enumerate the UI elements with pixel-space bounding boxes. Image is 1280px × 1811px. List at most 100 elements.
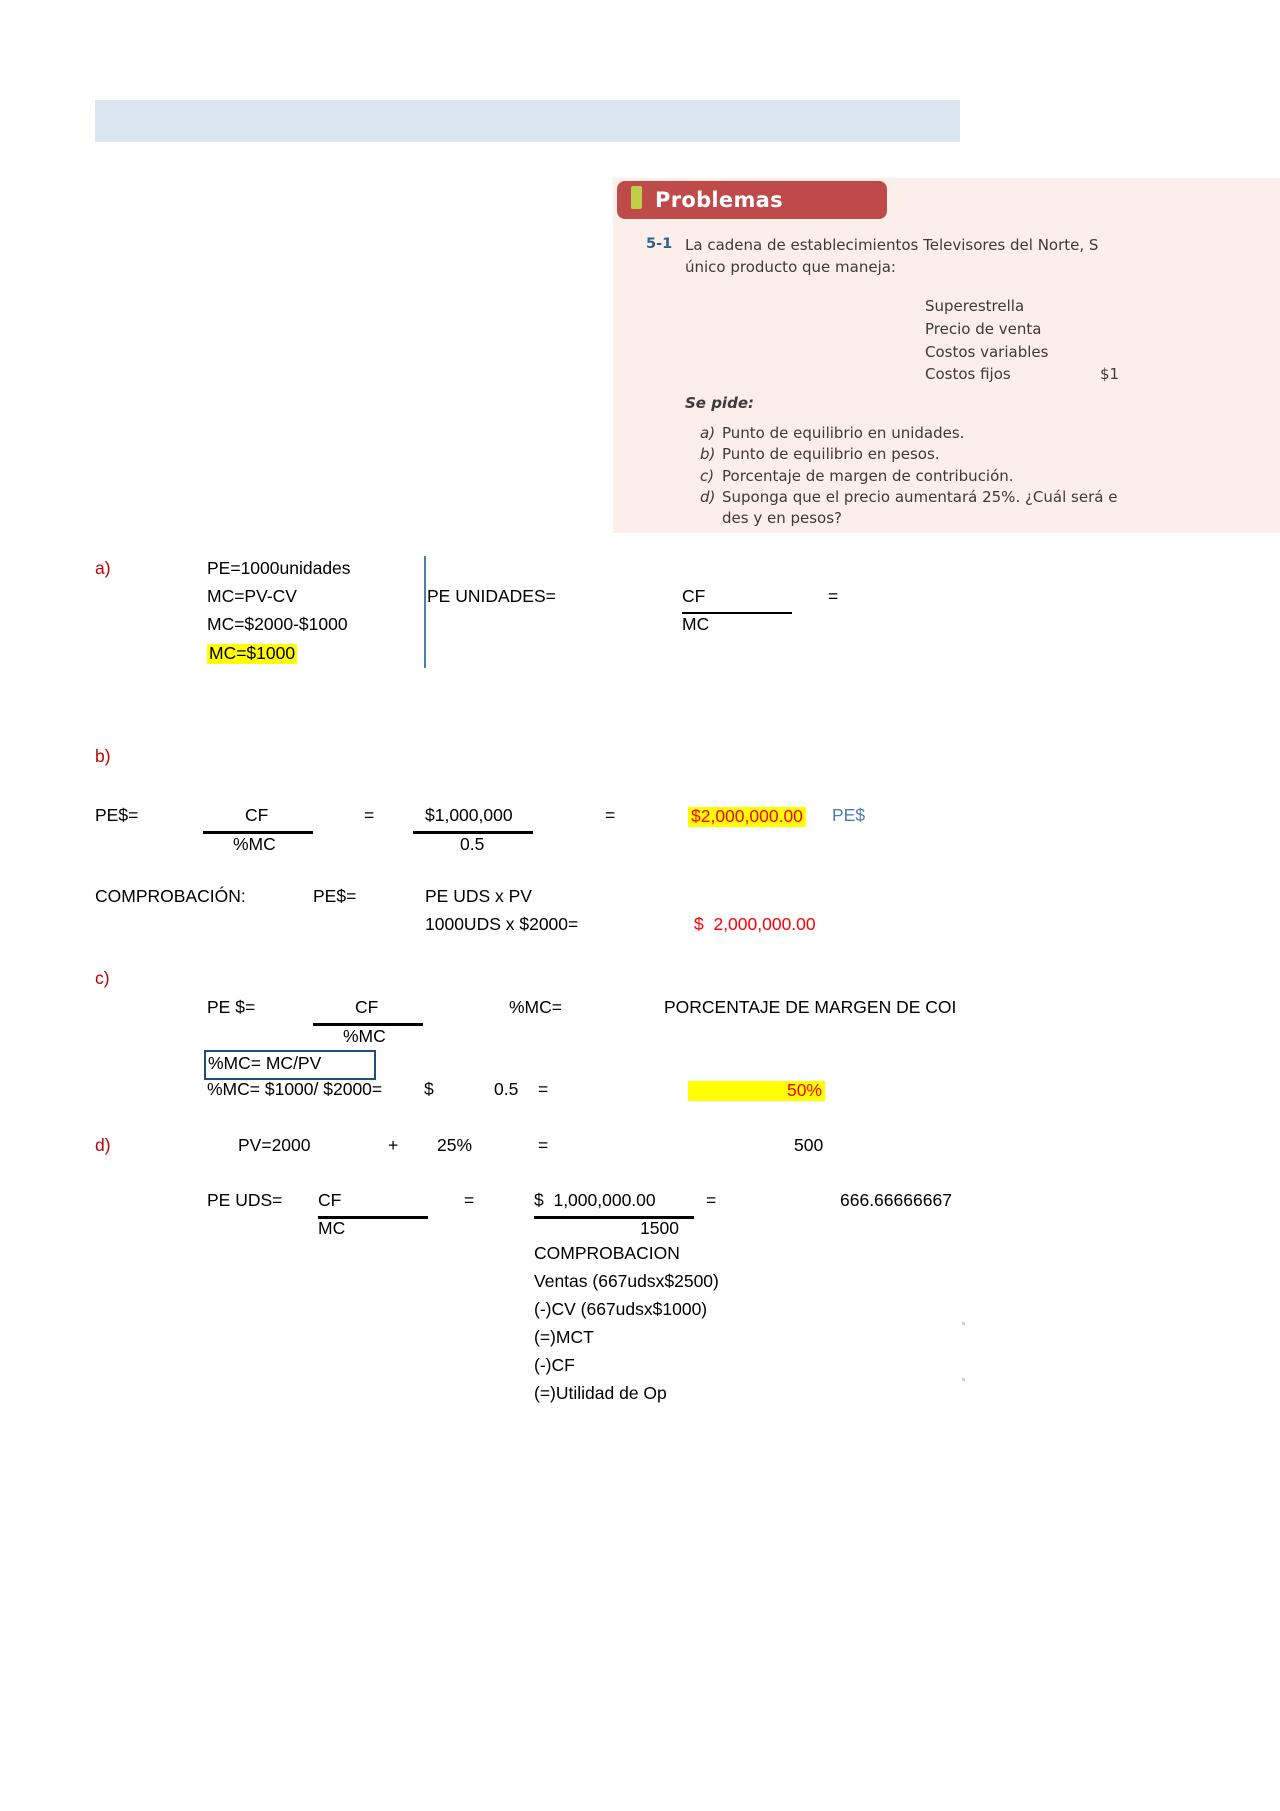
section-d-marker: d) [95,1135,111,1155]
section-b-result-highlighted: $2,000,000.00 [688,807,806,827]
faint-mark-2 [962,1378,965,1381]
data-value [1100,318,1220,341]
comprobacion-d-line-5: (=)Utilidad de Op [534,1383,667,1403]
section-c-pmc-label: %MC= [509,997,562,1017]
list-item: b) Punto de equilibrio en pesos. [700,444,1280,465]
table-row: Superestrella [925,295,1220,318]
requirements-list: a) Punto de equilibrio en unidades. b) P… [700,423,1280,529]
header-band [95,100,960,142]
data-label: Superestrella [925,297,1025,315]
section-c-frac-numerator: CF [355,997,379,1017]
pe-unidades-label: PE UNIDADES= [427,586,556,606]
problemas-header: Problemas [617,181,887,219]
item-marker: d) [700,487,716,506]
section-d-value-numerator: $ 1,000,000.00 [534,1190,656,1210]
problem-number: 5-1 [646,236,673,252]
item-marker: b) [700,445,716,464]
list-item: d) Suponga que el precio aumentará 25%. … [700,487,1280,508]
section-d-frac-bar [318,1216,428,1219]
pe-unidades-equals: = [828,586,839,606]
comprobacion-d-line-4: (-)CF [534,1355,575,1375]
section-b-frac1-bar [203,831,313,834]
bookmark-icon [631,185,642,209]
section-d-equals-1: = [538,1135,549,1155]
data-label: Costos variables [925,342,1049,361]
comprobacion-pe-label: PE$= [313,886,357,906]
data-label: Costos fijos [925,365,1011,384]
section-d-plus: + [388,1135,399,1155]
item-text: Suponga que el precio aumentará 25%. ¿Cu… [722,487,1118,506]
problem-data-table: Superestrella Precio de venta Costos var… [925,295,1220,386]
comprobacion-formula: PE UDS x PV [425,886,532,906]
comprobacion-d-line-2: (-)CV (667udsx$1000) [534,1299,708,1319]
section-c-value: 0.5 [494,1079,519,1099]
section-d-result: 666.66666667 [840,1190,952,1210]
item-text: Punto de equilibrio en pesos. [722,445,940,464]
section-b-marker: b) [95,746,111,766]
section-d-pe-uds-label: PE UDS= [207,1190,283,1210]
section-b-frac1-numerator: CF [245,805,269,825]
section-a-line-4-highlighted: MC=$1000 [207,643,298,664]
section-c-equals: = [538,1079,549,1099]
table-row: Costos variables [925,341,1220,364]
section-c-pe-label: PE $= [207,997,256,1017]
comprobacion-d-line-3: (=)MCT [534,1327,594,1347]
problemas-title: Problemas [655,188,783,212]
data-label: Precio de venta [925,319,1042,338]
section-c-marker: c) [95,968,110,988]
problem-intro: La cadena de establecimientos Televisore… [685,235,1280,279]
comprobacion-d-title: COMPROBACION [534,1243,680,1263]
section-b-equals-2: = [605,805,616,825]
section-c-result-highlighted: 50% [688,1081,825,1101]
item-text: Punto de equilibrio en unidades. [722,424,965,442]
section-d-increase-result: 500 [794,1135,824,1155]
pe-unidades-fraction-bar [682,612,792,614]
textbook-problem-figure: Problemas 5-1 La cadena de establecimien… [613,178,1280,533]
section-b-frac2-numerator: $1,000,000 [425,805,513,825]
section-c-formula-box [204,1050,376,1080]
section-b-result-suffix: PE$ [832,805,866,825]
section-a-line-1: PE=1000unidades [207,558,351,578]
section-d-value-bar [534,1216,694,1219]
problem-intro-line2: único producto que maneja: [685,257,896,276]
section-b-pe-label: PE$= [95,805,139,825]
section-c-boxed-formula: %MC= MC/PV [208,1053,322,1073]
section-d-percent: 25% [437,1135,473,1155]
pe-unidades-denominator: MC [682,614,710,634]
data-value [1100,341,1220,364]
section-a-line-2: MC=PV-CV [207,586,297,606]
comprobacion-d-line-1: Ventas (667udsx$2500) [534,1271,719,1291]
problem-intro-line1: La cadena de establecimientos Televisore… [685,236,1099,254]
section-b-frac2-denominator: 0.5 [460,834,485,854]
section-a-marker: a) [95,558,111,578]
section-c-frac-bar [313,1023,423,1026]
section-c-pmc-description: PORCENTAJE DE MARGEN DE COI [664,997,957,1017]
item-marker: a) [700,424,716,442]
pe-unidades-numerator: CF [682,586,706,606]
section-d-frac-numerator: CF [318,1190,342,1210]
section-d-equals-3: = [706,1190,717,1210]
section-c-calc-line: %MC= $1000/ $2000= [207,1079,383,1099]
section-a-divider [424,556,426,668]
section-d-pv-line: PV=2000 [238,1135,311,1155]
comprobacion-calc: 1000UDS x $2000= [425,914,579,934]
item-marker: c) [700,466,715,485]
item-text: Porcentaje de margen de contribución. [722,466,1014,485]
comprobacion-result: $ 2,000,000.00 [694,914,816,934]
section-d-frac-denominator: MC [318,1218,346,1238]
data-value [1100,295,1220,318]
section-b-equals-1: = [364,805,375,825]
faint-mark-1 [962,1322,965,1325]
se-pide-label: Se pide: [685,394,754,412]
comprobacion-label: COMPROBACIÓN: [95,886,246,906]
table-row: Costos fijos $1 [925,363,1220,386]
section-b-frac2-bar [413,831,533,834]
list-item: a) Punto de equilibrio en unidades. [700,423,1280,444]
section-d-value-denominator: 1500 [640,1218,679,1238]
section-d-equals-2: = [464,1190,475,1210]
section-b-frac1-denominator: %MC [233,834,276,854]
data-value: $1 [1100,365,1120,384]
section-a-line-3: MC=$2000-$1000 [207,614,348,634]
list-item: c) Porcentaje de margen de contribución. [700,466,1280,487]
